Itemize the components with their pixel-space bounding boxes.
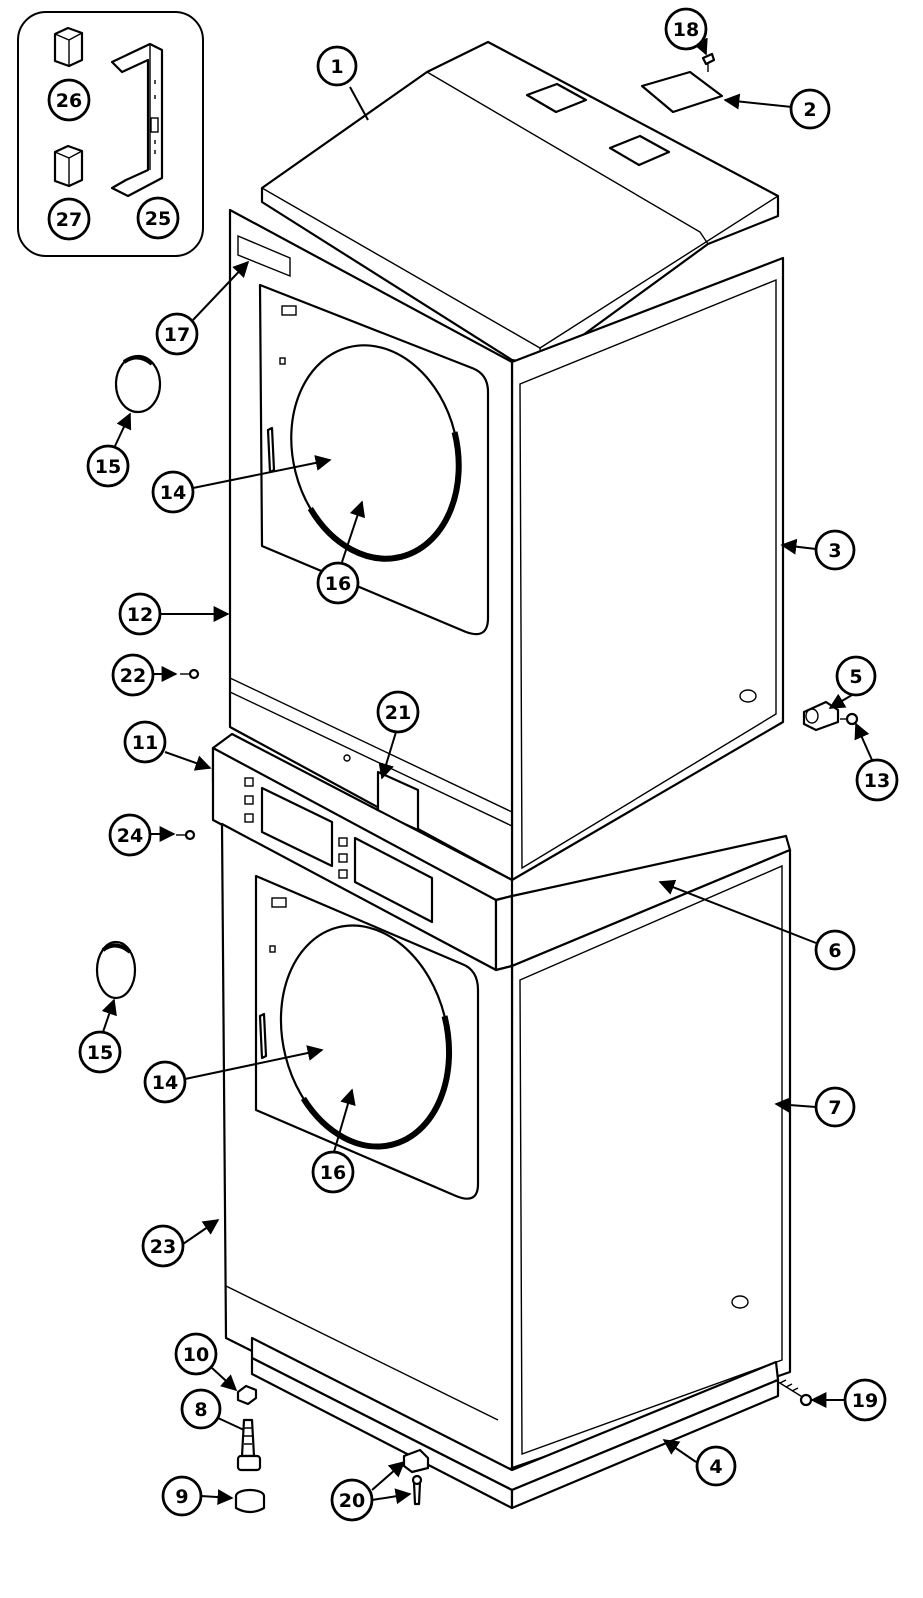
callout-22[interactable]: 22 bbox=[111, 653, 155, 697]
callout-7-label: 7 bbox=[828, 1097, 841, 1119]
callout-18[interactable]: 18 bbox=[664, 7, 708, 51]
callout-1[interactable]: 1 bbox=[316, 45, 358, 87]
callout-19-label: 19 bbox=[852, 1390, 878, 1412]
callouts: 1 2 3 4 5 6 7 8 9 10 11 12 13 14 14 15 1… bbox=[47, 7, 899, 1522]
part-20-clip-and-screw bbox=[402, 1448, 430, 1506]
callout-26-label: 26 bbox=[56, 90, 82, 112]
callout-12[interactable]: 12 bbox=[118, 592, 162, 636]
callout-16-lower[interactable]: 16 bbox=[311, 1150, 355, 1194]
callout-13[interactable]: 13 bbox=[855, 758, 899, 802]
callout-22-label: 22 bbox=[120, 665, 146, 687]
callout-14-lower-label: 14 bbox=[152, 1072, 178, 1094]
callout-3[interactable]: 3 bbox=[814, 529, 856, 571]
part-25-bracket bbox=[110, 42, 164, 198]
lower-washer bbox=[220, 822, 792, 1476]
callout-20-label: 20 bbox=[339, 1490, 365, 1512]
callout-25-label: 25 bbox=[145, 208, 171, 230]
callout-14-upper[interactable]: 14 bbox=[151, 470, 195, 514]
part-13-screw bbox=[840, 712, 859, 726]
part-18-screw bbox=[701, 52, 716, 72]
callout-16-upper[interactable]: 16 bbox=[316, 561, 360, 605]
part-5-hinge bbox=[802, 700, 840, 732]
upper-dryer bbox=[228, 208, 785, 882]
callout-26[interactable]: 26 bbox=[47, 78, 91, 122]
top-cover bbox=[260, 40, 780, 367]
callout-11-label: 11 bbox=[132, 732, 158, 754]
callout-27-label: 27 bbox=[56, 209, 82, 231]
callout-24-label: 24 bbox=[117, 825, 143, 847]
part-15-upper-cap bbox=[114, 354, 162, 414]
callout-7[interactable]: 7 bbox=[814, 1086, 856, 1128]
callout-2[interactable]: 2 bbox=[789, 88, 831, 130]
callout-19[interactable]: 19 bbox=[843, 1378, 887, 1422]
callout-3-label: 3 bbox=[828, 540, 841, 562]
callout-23[interactable]: 23 bbox=[141, 1224, 185, 1268]
callout-9-label: 9 bbox=[175, 1486, 188, 1508]
callout-14-lower[interactable]: 14 bbox=[143, 1060, 187, 1104]
callout-16-lower-label: 16 bbox=[320, 1162, 346, 1184]
callout-10-label: 10 bbox=[183, 1344, 209, 1366]
callout-6[interactable]: 6 bbox=[814, 929, 856, 971]
callout-10[interactable]: 10 bbox=[174, 1332, 218, 1376]
part-26-block bbox=[53, 26, 84, 68]
callout-12-label: 12 bbox=[127, 604, 153, 626]
part-2-plate bbox=[640, 70, 724, 114]
callout-4-label: 4 bbox=[709, 1456, 722, 1478]
part-9-foot-pad bbox=[234, 1488, 266, 1514]
callout-20[interactable]: 20 bbox=[330, 1478, 374, 1522]
callout-18-label: 18 bbox=[673, 19, 699, 41]
callout-11[interactable]: 11 bbox=[123, 720, 167, 764]
callout-25[interactable]: 25 bbox=[136, 196, 180, 240]
callout-15-lower-label: 15 bbox=[87, 1042, 113, 1064]
inset-box bbox=[17, 11, 204, 257]
callout-27[interactable]: 27 bbox=[47, 197, 91, 241]
callout-16-upper-label: 16 bbox=[325, 573, 351, 595]
callout-13-label: 13 bbox=[864, 770, 890, 792]
base-frame bbox=[250, 1336, 780, 1510]
callout-2-label: 2 bbox=[803, 99, 816, 121]
callout-5-label: 5 bbox=[849, 666, 862, 688]
callout-15-upper-label: 15 bbox=[95, 456, 121, 478]
callout-23-label: 23 bbox=[150, 1236, 176, 1258]
callout-8-label: 8 bbox=[194, 1399, 207, 1421]
callout-21[interactable]: 21 bbox=[376, 690, 420, 734]
callout-5[interactable]: 5 bbox=[835, 655, 877, 697]
callout-17[interactable]: 17 bbox=[155, 312, 199, 356]
leader-lines bbox=[101, 37, 873, 1506]
callout-24[interactable]: 24 bbox=[108, 813, 152, 857]
part-27-block bbox=[53, 144, 84, 188]
part-19-bolt bbox=[774, 1379, 813, 1407]
callout-8[interactable]: 8 bbox=[180, 1388, 222, 1430]
part-24-screw bbox=[176, 829, 196, 841]
callout-15-upper[interactable]: 15 bbox=[86, 444, 130, 488]
callout-21-label: 21 bbox=[385, 702, 411, 724]
control-panel bbox=[211, 732, 514, 972]
part-22-screw bbox=[180, 668, 200, 680]
callout-1-label: 1 bbox=[330, 56, 343, 78]
callout-6-label: 6 bbox=[828, 940, 841, 962]
callout-15-lower[interactable]: 15 bbox=[78, 1030, 122, 1074]
part-10-nut bbox=[236, 1384, 258, 1406]
callout-17-label: 17 bbox=[164, 324, 190, 346]
callout-4[interactable]: 4 bbox=[695, 1445, 737, 1487]
part-15-lower-cap bbox=[95, 940, 137, 1000]
callout-9[interactable]: 9 bbox=[161, 1475, 203, 1517]
callout-14-upper-label: 14 bbox=[160, 482, 186, 504]
part-8-leveling-leg bbox=[236, 1418, 262, 1472]
